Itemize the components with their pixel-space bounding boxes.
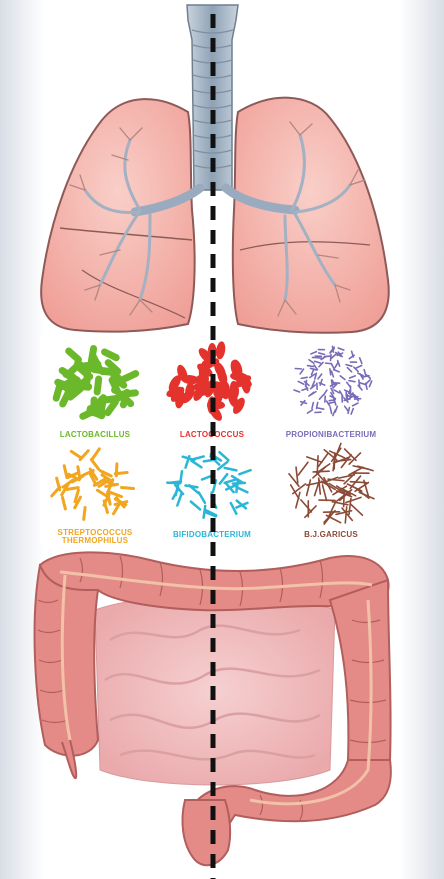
gut-lung-axis-diagram: LACTOBACILLUS LACTOCOCCUS PROPIONIBACTER… xyxy=(0,0,444,879)
gut-lung-axis-dashed-line xyxy=(0,0,444,879)
